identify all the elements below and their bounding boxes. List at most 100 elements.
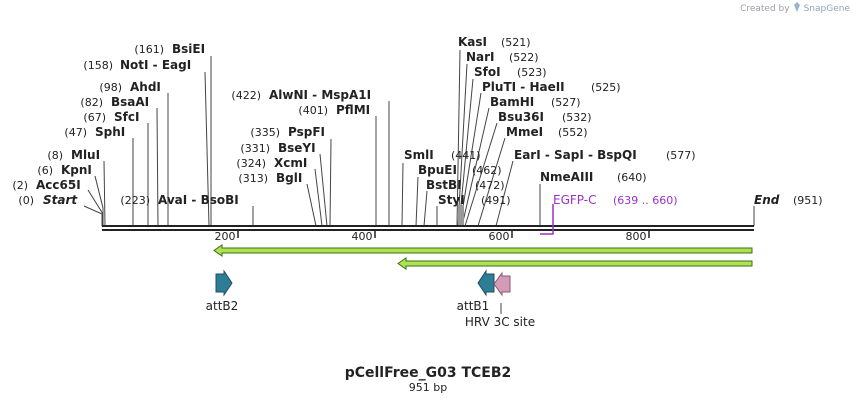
site-sfci-name: SfcI <box>114 110 139 124</box>
site-sfoi-name: SfoI <box>474 65 501 79</box>
site-sphi[interactable]: (47) SphI <box>64 125 125 139</box>
site-nari[interactable]: NarI (522) <box>466 50 539 64</box>
site-bsu36i-pos: (532) <box>562 111 592 124</box>
attb2-arrow-icon <box>215 269 233 297</box>
site-mmei-pos: (552) <box>558 126 588 139</box>
site-pflmi-name: PflMI <box>336 103 370 117</box>
site-kasi[interactable]: KasI (521) <box>458 35 531 49</box>
site-avai-bsobi-name: AvaI - BsoBI <box>158 193 239 207</box>
site-styi-name: StyI <box>438 193 465 207</box>
snapgene-logo-icon <box>793 2 801 15</box>
ruler: 200 400 600 800 <box>215 229 650 243</box>
site-sfci[interactable]: (67) SfcI <box>83 110 139 124</box>
feature-attb1[interactable]: attB1 <box>457 269 495 313</box>
site-bamhi-pos: (527) <box>551 96 581 109</box>
site-start-pos: (0) <box>18 194 34 207</box>
site-smli[interactable]: SmlI (441) <box>404 148 481 162</box>
site-xcmi-name: XcmI <box>274 156 307 170</box>
site-bpuei-name: BpuEI <box>418 163 457 177</box>
site-end-pos: (951) <box>793 194 823 207</box>
site-ahdi-name: AhdI <box>130 80 161 94</box>
feature-attb2[interactable]: attB2 <box>206 269 239 313</box>
site-mlui-pos: (8) <box>47 149 63 162</box>
site-alwni-mspa1i[interactable]: (422) AlwNI - MspA1I <box>231 88 371 102</box>
site-acc65i-name: Acc65I <box>36 178 81 192</box>
site-bgli[interactable]: (313) BglI <box>238 171 302 185</box>
site-xcmi[interactable]: (324) XcmI <box>236 156 307 170</box>
site-connectors <box>83 49 755 227</box>
site-kpni-name: KpnI <box>61 163 92 177</box>
orf-arrow-2[interactable] <box>397 257 753 270</box>
site-nmeaiii-pos: (640) <box>617 171 647 184</box>
site-start-name: Start <box>43 193 78 207</box>
site-nmeaiii[interactable]: NmeAIII (640) <box>540 170 647 184</box>
site-bsiei[interactable]: (161) BsiEI <box>134 42 205 56</box>
site-bsu36i-name: Bsu36I <box>498 110 544 124</box>
feature-egfp-c-label: EGFP-C <box>553 193 596 207</box>
site-avai-bsobi[interactable]: (223) AvaI - BsoBI <box>120 193 238 207</box>
site-end[interactable]: End (951) <box>754 193 823 207</box>
feature-hrv-3c-label: HRV 3C site <box>465 315 535 329</box>
site-start[interactable]: (0) Start <box>18 193 78 207</box>
site-ahdi-pos: (98) <box>99 81 122 94</box>
site-pluti-haeii-name: PluTI - HaeII <box>482 80 565 94</box>
site-bsaai[interactable]: (82) BsaAI <box>80 95 149 109</box>
site-avai-bsobi-pos: (223) <box>120 194 150 207</box>
snapgene-credit: Created by SnapGene <box>740 2 850 15</box>
site-acc65i[interactable]: (2) Acc65I <box>12 178 80 192</box>
site-bamhi[interactable]: BamHI (527) <box>490 95 581 109</box>
site-pflmi[interactable]: (401) PflMI <box>298 103 370 117</box>
site-sfci-pos: (67) <box>83 111 106 124</box>
site-bsu36i[interactable]: Bsu36I (532) <box>498 110 592 124</box>
feature-egfp-c-range: (639 .. 660) <box>613 194 678 207</box>
site-bstbi[interactable]: BstBI (472) <box>426 178 505 192</box>
site-alwni-mspa1i-name: AlwNI - MspA1I <box>269 88 371 102</box>
site-bamhi-name: BamHI <box>490 95 534 109</box>
site-bsaai-pos: (82) <box>80 96 103 109</box>
site-pspfi-pos: (335) <box>250 126 280 139</box>
site-bseyi[interactable]: (331) BseYI <box>240 141 315 155</box>
feature-hrv-3c-site[interactable]: HRV 3C site <box>465 271 535 329</box>
site-kpni[interactable]: (6) KpnI <box>37 163 92 177</box>
site-pflmi-pos: (401) <box>298 104 328 117</box>
site-bgli-pos: (313) <box>238 172 268 185</box>
site-nari-name: NarI <box>466 50 495 64</box>
feature-egfp-c[interactable]: EGFP-C (639 .. 660) <box>540 193 678 235</box>
site-bstbi-pos: (472) <box>475 179 505 192</box>
backbone-top <box>102 225 754 227</box>
site-cluster-marker <box>458 205 464 226</box>
site-bpuei[interactable]: BpuEI (462) <box>418 163 502 177</box>
site-xcmi-pos: (324) <box>236 157 266 170</box>
site-styi-pos: (491) <box>481 194 511 207</box>
site-pspfi[interactable]: (335) PspFI <box>250 125 325 139</box>
site-ahdi[interactable]: (98) AhdI <box>99 80 160 94</box>
site-mmei[interactable]: MmeI (552) <box>506 125 588 139</box>
hrv-3c-arrow-icon <box>493 271 511 297</box>
credit-brand: SnapGene <box>803 3 850 14</box>
feature-attb1-label: attB1 <box>457 299 490 313</box>
site-bstbi-name: BstBI <box>426 178 462 192</box>
site-bsiei-name: BsiEI <box>172 42 205 56</box>
ruler-tick-200: 200 <box>215 230 236 243</box>
site-bsaai-name: BsaAI <box>111 95 149 109</box>
site-mlui[interactable]: (8) MluI <box>47 148 100 162</box>
attb1-arrow-icon <box>477 269 495 297</box>
site-noti-eagi-name: NotI - EagI <box>120 58 191 72</box>
site-smli-name: SmlI <box>404 148 434 162</box>
feature-attb2-label: attB2 <box>206 299 239 313</box>
site-eari-sapi-bspqi[interactable]: EarI - SapI - BspQI (577) <box>514 148 696 162</box>
site-pluti-haeii[interactable]: PluTI - HaeII (525) <box>482 80 621 94</box>
site-pluti-haeii-pos: (525) <box>591 81 621 94</box>
site-styi[interactable]: StyI (491) <box>438 193 511 207</box>
site-sphi-name: SphI <box>95 125 125 139</box>
plasmid-name: pCellFree_G03 TCEB2 <box>345 365 512 381</box>
site-noti-eagi[interactable]: (158) NotI - EagI <box>83 58 191 72</box>
site-eari-sapi-bspqi-name: EarI - SapI - BspQI <box>514 148 637 162</box>
site-sfoi[interactable]: SfoI (523) <box>474 65 547 79</box>
site-bsiei-pos: (161) <box>134 43 164 56</box>
site-alwni-mspa1i-pos: (422) <box>231 89 261 102</box>
ruler-tick-600: 600 <box>489 230 510 243</box>
orf-arrow-1[interactable] <box>213 244 753 257</box>
site-sphi-pos: (47) <box>64 126 87 139</box>
